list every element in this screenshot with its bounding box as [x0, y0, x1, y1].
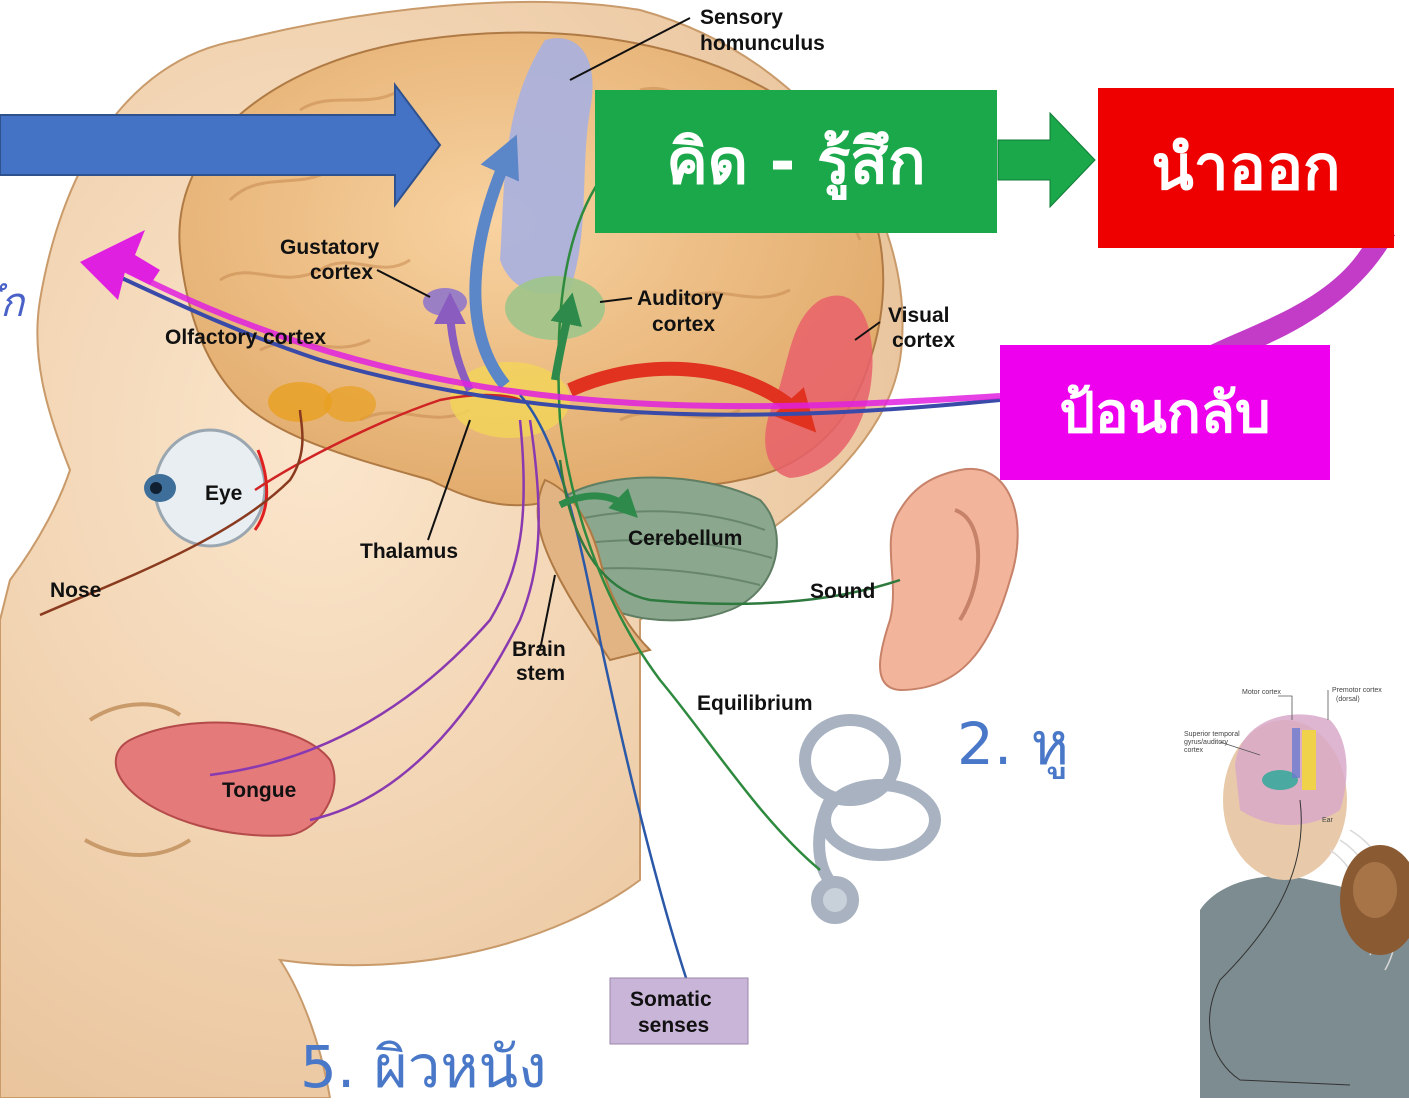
- gustatory-region: [423, 288, 467, 316]
- label-auditory-cortex: cortex: [652, 313, 715, 336]
- inner-ear-illustration: [805, 720, 935, 918]
- label-auditory: Auditory: [637, 287, 724, 310]
- label-nose: Nose: [50, 579, 101, 602]
- label-somatic: Somatic: [630, 988, 712, 1011]
- think-to-output-arrow: [998, 113, 1095, 207]
- cut-off-text: ึก: [0, 270, 24, 334]
- inset-motor-cortex: Motor cortex: [1242, 689, 1281, 696]
- label-gustatory: Gustatory: [280, 236, 380, 259]
- inset-ear: Ear: [1322, 817, 1334, 824]
- label-visual: Visual: [888, 304, 949, 327]
- ear-illustration: [880, 469, 1018, 690]
- feedback-curve: [1200, 230, 1395, 362]
- label-gustatory-cortex: cortex: [310, 261, 373, 284]
- label-sound: Sound: [810, 580, 875, 603]
- feedback-text: ป้อนกลับ: [1059, 368, 1270, 457]
- label-eye: Eye: [205, 482, 242, 505]
- inset-cortex: cortex: [1184, 747, 1204, 754]
- label-senses: senses: [638, 1014, 709, 1037]
- auditory-region: [505, 276, 605, 340]
- inset-gyrus: gyrus/auditory: [1184, 739, 1228, 746]
- skin-sense-label: 5. ผิวหนัง: [300, 1020, 547, 1113]
- label-stem: stem: [516, 662, 565, 685]
- label-equilibrium: Equilibrium: [697, 692, 813, 715]
- label-brain: Brain: [512, 638, 566, 661]
- label-olfactory: Olfactory cortex: [165, 326, 326, 349]
- inset-premotor-dorsal: (dorsal): [1336, 696, 1360, 703]
- feedback-box: ป้อนกลับ: [1000, 345, 1330, 480]
- output-box: นำออก: [1098, 88, 1394, 248]
- label-tongue: Tongue: [222, 779, 296, 802]
- label-thalamus: Thalamus: [360, 540, 458, 563]
- output-text: นำออก: [1151, 119, 1340, 217]
- inset-sup-temporal: Superior temporal: [1184, 731, 1240, 738]
- think-feel-box: คิด - รู้สึก: [595, 90, 997, 233]
- label-visual-cortex: cortex: [892, 329, 955, 352]
- ear-sense-label: 2. หู: [957, 697, 1069, 790]
- label-sensory: Sensory: [700, 6, 783, 29]
- inset-premotor: Premotor cortex: [1332, 687, 1382, 694]
- label-homunculus: homunculus: [700, 32, 825, 55]
- think-feel-text: คิด - รู้สึก: [666, 113, 925, 211]
- label-cerebellum: Cerebellum: [628, 527, 742, 550]
- inset-illustration: Motor cortex Premotor cortex (dorsal) Su…: [1180, 680, 1409, 1098]
